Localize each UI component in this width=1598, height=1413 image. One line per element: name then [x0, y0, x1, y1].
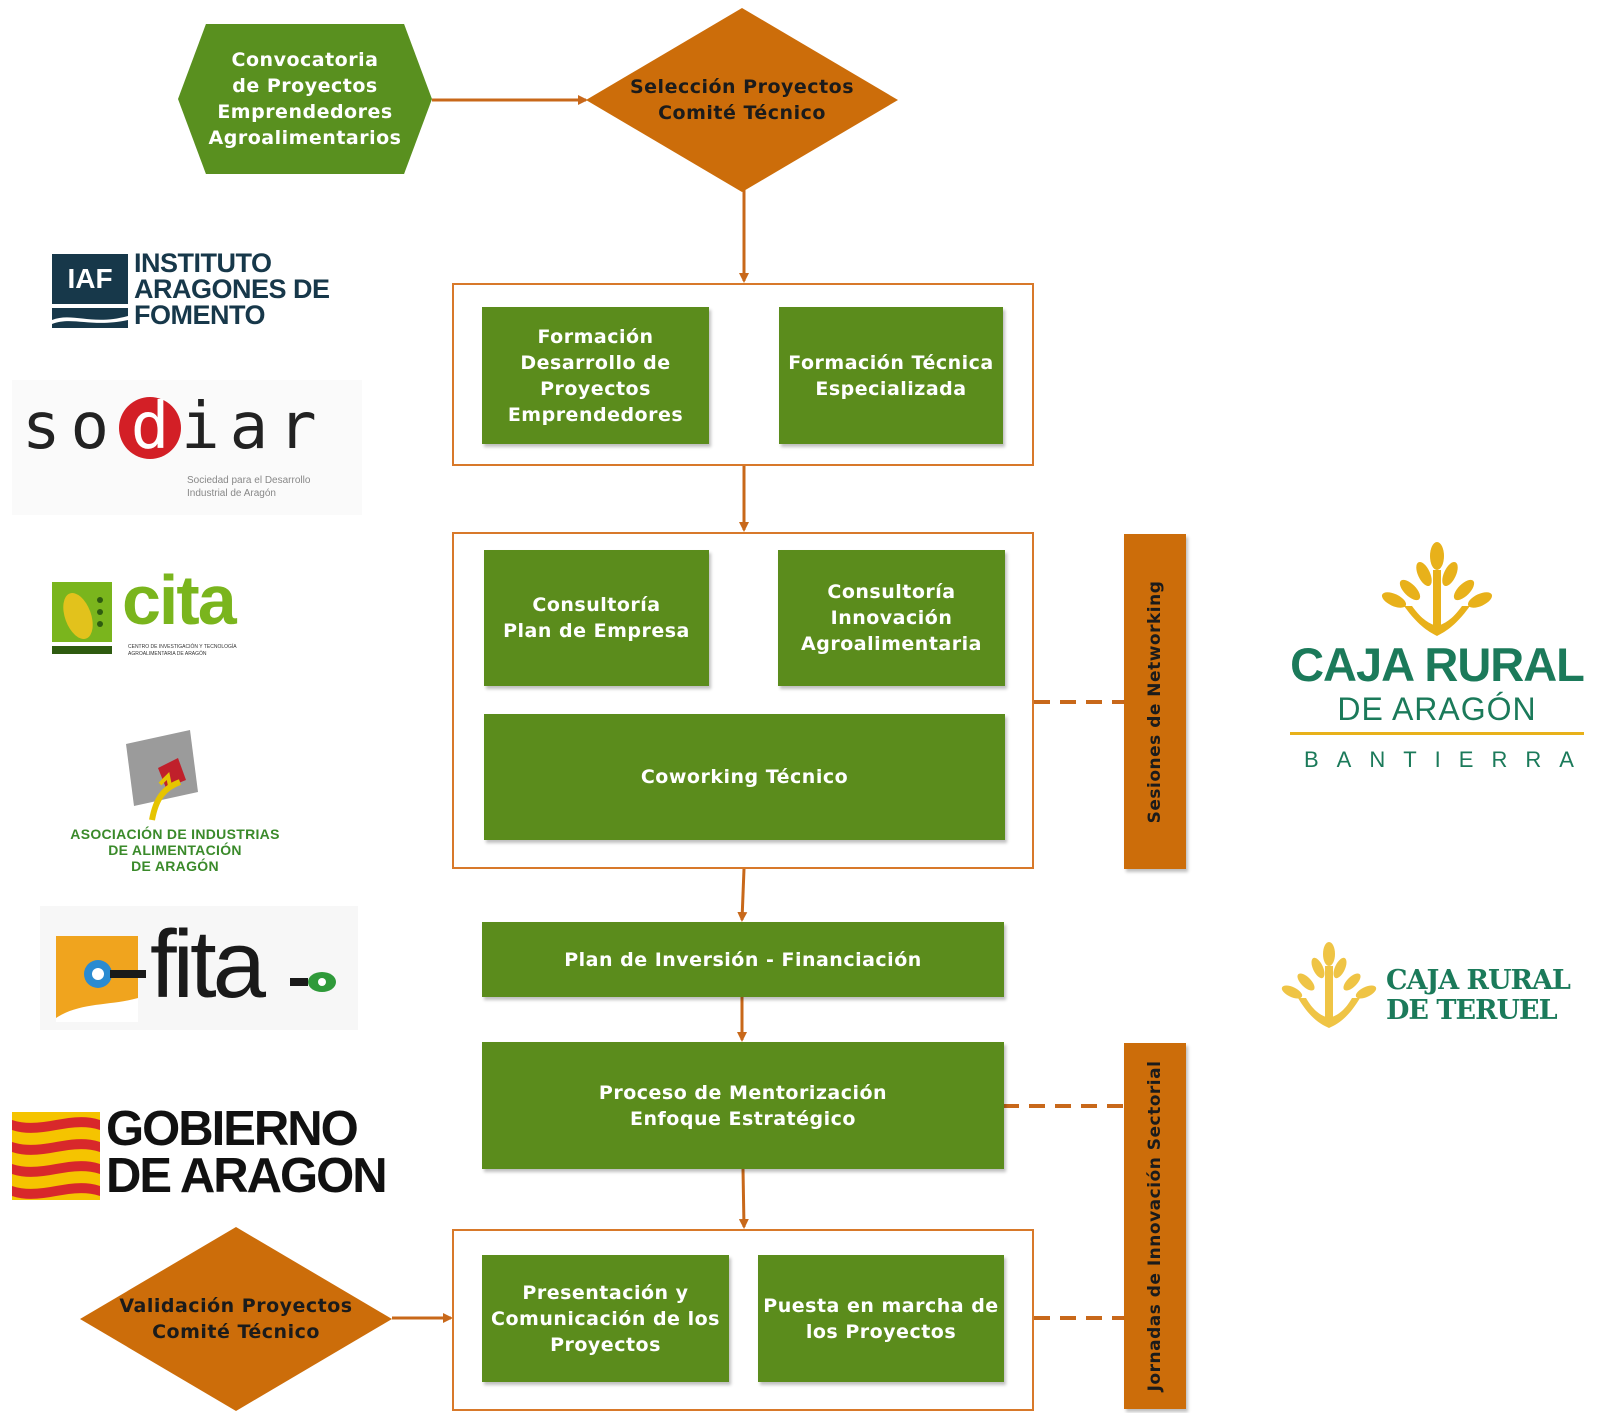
caja-aragon-divider	[1290, 732, 1584, 735]
caja-teruel-line1: CAJA RURAL	[1386, 965, 1571, 996]
convocatoria-hexagon-line-3: Emprendedores	[217, 101, 393, 123]
consultoria-innovacion-box-line-1: Consultoría	[827, 581, 956, 603]
formacion-desarrollo-box-line-4: Emprendedores	[507, 403, 684, 426]
iaf-wave	[52, 308, 128, 328]
convocatoria-hexagon-line-4: Agroalimentarios	[208, 127, 402, 149]
presentacion-box-line-1: Presentación y	[522, 1281, 689, 1304]
seleccion-diamond-line-2: Comité Técnico	[658, 102, 826, 124]
gobierno-aragon-logo: GOBIERNO DE ARAGON	[12, 1105, 422, 1204]
coworking-box: Coworking Técnico	[484, 714, 1005, 840]
networking-bar: Sesiones de Networking	[1124, 534, 1186, 869]
presentacion-box-line-2: Comunicación de los	[491, 1307, 720, 1330]
aiaa-line1: ASOCIACIÓN DE INDUSTRIAS	[70, 826, 280, 842]
puesta-marcha-box-line-2: los Proyectos	[805, 1320, 957, 1343]
iaf-line3: FOMENTO	[134, 300, 265, 330]
consultoria-innovacion-box-line-3: Agroalimentaria	[801, 633, 982, 655]
consultoria-plan-box-line-2: Plan de Empresa	[503, 620, 690, 642]
caja-aragon-line3: BANTIERRA	[1304, 747, 1592, 772]
caja-rural-aragon-logo: CAJA RURAL DE ARAGÓN BANTIERRA	[1286, 536, 1588, 776]
sodiar-subtitle-2: Industrial de Aragón	[187, 488, 276, 499]
caja-aragon-line2: DE ARAGÓN	[1337, 691, 1537, 727]
iaf-line2: ARAGONES DE	[134, 274, 330, 304]
presentacion-box-line-3: Proyectos	[550, 1333, 661, 1356]
consultoria-innovacion-box-line-2: Innovación	[830, 607, 953, 629]
wheat-emblem-teruel	[1281, 942, 1377, 1028]
convocatoria-hexagon-line-2: de Proyectos	[232, 75, 378, 97]
formacion-tecnica-box-line-1: Formación Técnica	[788, 351, 994, 374]
puesta-marcha-box-line-1: Puesta en marcha de	[763, 1294, 999, 1317]
fita-emblem	[56, 960, 336, 1022]
arrow-consultoria-to-inversion	[737, 868, 748, 922]
aragon-flag	[12, 1112, 100, 1200]
mentorizacion-box-line-1: Proceso de Mentorización	[598, 1081, 888, 1104]
gobierno-line1: GOBIERNO	[106, 1102, 359, 1156]
formacion-desarrollo-box-line-3: Proyectos	[540, 377, 651, 400]
sodiar-name-mid: d	[119, 395, 182, 459]
aiaa-logo: ASOCIACIÓN DE INDUSTRIAS DE ALIMENTACIÓN…	[60, 728, 290, 878]
cita-subtitle-1: CENTRO DE INVESTIGACIÓN Y TECNOLOGÍA	[128, 644, 237, 650]
formacion-desarrollo-box-line-2: Desarrollo de	[520, 351, 671, 374]
mentorizacion-box-line-2: Enfoque Estratégico	[630, 1107, 856, 1130]
jornadas-bar: Jornadas de Innovación Sectorial	[1124, 1043, 1186, 1409]
cita-name: cita	[122, 561, 237, 639]
caja-rural-teruel-logo: CAJA RURAL DE TERUEL	[1274, 938, 1592, 1034]
fita-logo: fita	[40, 906, 358, 1030]
gobierno-line2: DE ARAGON	[106, 1149, 388, 1203]
plan-inversion-box: Plan de Inversión - Financiación	[482, 922, 1004, 997]
iaf-logo: IAF INSTITUTO ARAGONES DE FOMENTO	[52, 248, 332, 332]
sodiar-name-left: so	[22, 390, 120, 464]
sodiar-subtitle-1: Sociedad para el Desarrollo	[187, 475, 311, 486]
aiaa-emblem	[126, 730, 198, 821]
consultoria-plan-box-line-1: Consultoría	[532, 594, 661, 616]
caja-aragon-line1: CAJA RURAL	[1290, 638, 1585, 691]
formacion-desarrollo-box-line-1: Formación	[537, 325, 654, 348]
sodiar-name-right: iar	[181, 390, 327, 464]
networking-label: Sesiones de Networking	[1145, 580, 1165, 823]
plan-inversion-box-line-1: Plan de Inversión - Financiación	[564, 948, 922, 971]
cita-subtitle-2: AGROALIMENTARIA DE ARAGÓN	[128, 651, 207, 657]
aiaa-line3: DE ARAGÓN	[131, 858, 219, 874]
jornadas-label: Jornadas de Innovación Sectorial	[1145, 1060, 1165, 1392]
validacion-diamond-line-2: Comité Técnico	[152, 1321, 320, 1343]
coworking-box-line-1: Coworking Técnico	[640, 766, 849, 788]
puesta-marcha-box: Puesta en marcha de los Proyectos	[758, 1255, 1004, 1382]
caja-teruel-line2: DE TERUEL	[1386, 995, 1558, 1026]
convocatoria-hexagon-line-1: Convocatoria	[231, 49, 379, 71]
iaf-badge: IAF	[52, 254, 128, 304]
arrow-mentorizacion-to-presentacion	[738, 1168, 749, 1229]
cita-emblem	[52, 582, 112, 642]
iaf-line1: INSTITUTO	[134, 248, 272, 278]
seleccion-diamond-line-1: Selección Proyectos	[629, 76, 855, 98]
wheat-emblem	[1381, 542, 1493, 636]
cita-logo: cita CENTRO DE INVESTIGACIÓN Y TECNOLOGÍ…	[52, 561, 282, 666]
aiaa-line2: DE ALIMENTACIÓN	[108, 842, 242, 858]
validacion-diamond-line-1: Validación Proyectos	[119, 1295, 353, 1317]
fita-name: fita	[150, 911, 266, 1018]
formacion-tecnica-box-line-2: Especializada	[815, 377, 967, 400]
